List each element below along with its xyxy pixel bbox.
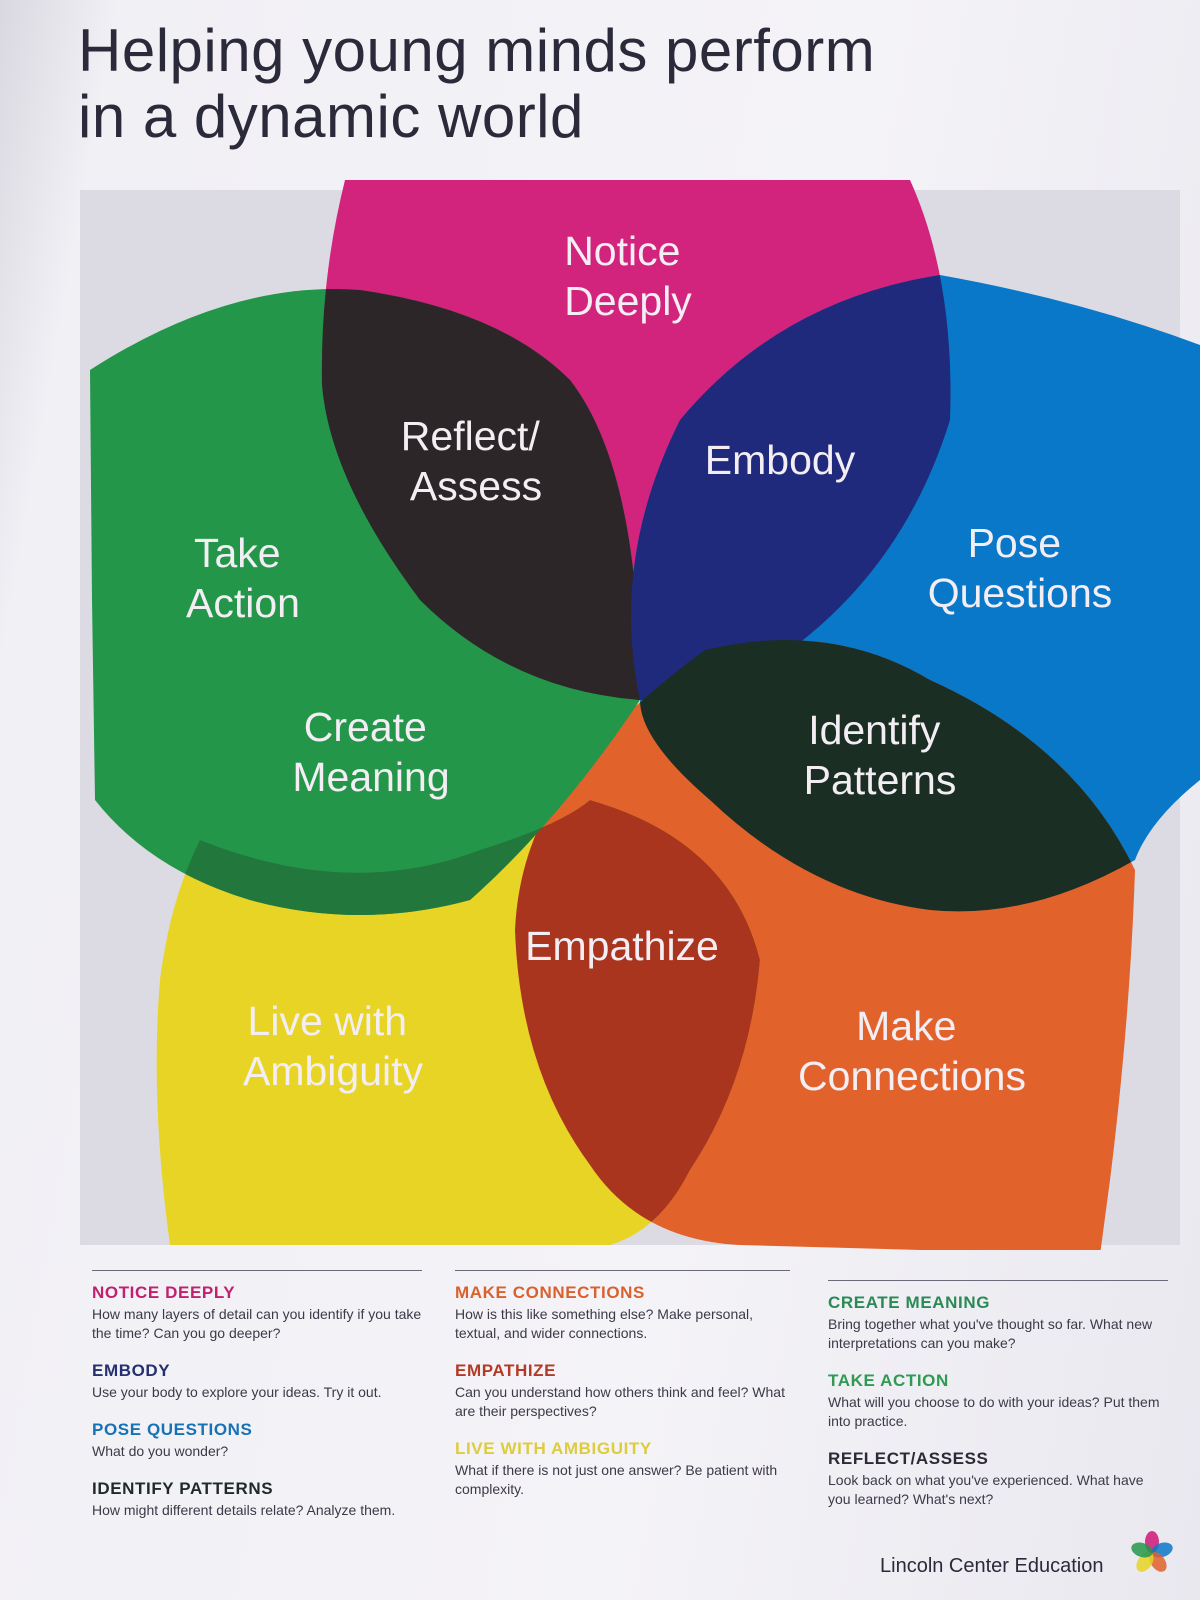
legend-item-empathize: EMPATHIZE Can you understand how others …	[455, 1361, 790, 1421]
publisher-name: Lincoln Center Education	[880, 1555, 1104, 1577]
title-line-2: in a dynamic world	[78, 83, 584, 150]
legend-text: Look back on what you've experienced. Wh…	[828, 1472, 1144, 1507]
legend-divider	[92, 1270, 422, 1271]
legend-text: Use your body to explore your ideas. Try…	[92, 1384, 382, 1400]
legend-heading: CREATE MEANING	[828, 1293, 991, 1312]
legend-item-embody: EMBODY Use your body to explore your ide…	[92, 1361, 422, 1402]
legend-heading: LIVE WITH AMBIGUITY	[455, 1439, 652, 1458]
capacities-diagram: Notice Deeply Reflect/ Assess Embody Pos…	[80, 180, 1200, 1250]
legend-item-reflect-assess: REFLECT/ASSESS Look back on what you've …	[828, 1449, 1168, 1509]
label-embody: Embody	[705, 437, 856, 483]
label-pose-questions: Pose Questions	[928, 520, 1113, 616]
label-live-with-ambiguity: Live with Ambiguity	[243, 998, 424, 1094]
legend-heading: POSE QUESTIONS	[92, 1420, 253, 1439]
legend-text: Bring together what you've thought so fa…	[828, 1316, 1153, 1351]
legend-heading: EMBODY	[92, 1361, 171, 1380]
legend-item-notice-deeply: NOTICE DEEPLY How many layers of detail …	[92, 1283, 422, 1343]
legend-text: What if there is not just one answer? Be…	[455, 1462, 778, 1497]
legend-heading: EMPATHIZE	[455, 1361, 557, 1380]
legend-divider	[828, 1280, 1168, 1281]
legend-heading: MAKE CONNECTIONS	[455, 1283, 645, 1302]
legend-item-identify-patterns: IDENTIFY PATTERNS How might different de…	[92, 1479, 422, 1520]
legend-text: What do you wonder?	[92, 1443, 229, 1459]
legend-item-take-action: TAKE ACTION What will you choose to do w…	[828, 1371, 1168, 1431]
label-notice-deeply: Notice Deeply	[564, 228, 692, 324]
legend-text: Can you understand how others think and …	[455, 1384, 785, 1419]
legend-column-1: NOTICE DEEPLY How many layers of detail …	[92, 1270, 422, 1538]
label-make-connections: Make Connections	[798, 1003, 1026, 1099]
legend-text: How might different details relate? Anal…	[92, 1502, 396, 1518]
label-create-meaning: Create Meaning	[292, 704, 449, 800]
legend-column-2: MAKE CONNECTIONS How is this like someth…	[455, 1270, 790, 1517]
label-take-action: Take Action	[186, 530, 300, 626]
legend-heading: TAKE ACTION	[828, 1371, 949, 1390]
legend-text: How many layers of detail can you identi…	[92, 1306, 422, 1341]
legend-heading: NOTICE DEEPLY	[92, 1283, 236, 1302]
legend-item-live-with-ambiguity: LIVE WITH AMBIGUITY What if there is not…	[455, 1439, 790, 1499]
legend-item-make-connections: MAKE CONNECTIONS How is this like someth…	[455, 1283, 790, 1343]
legend-text: How is this like something else? Make pe…	[455, 1306, 754, 1341]
title-line-1: Helping young minds perform	[78, 17, 876, 84]
label-empathize: Empathize	[525, 923, 719, 969]
legend-text: What will you choose to do with your ide…	[828, 1394, 1160, 1429]
label-reflect-assess: Reflect/ Assess	[401, 413, 551, 509]
legend-column-3: CREATE MEANING Bring together what you'v…	[828, 1280, 1168, 1527]
legend-heading: REFLECT/ASSESS	[828, 1449, 989, 1468]
legend-item-pose-questions: POSE QUESTIONS What do you wonder?	[92, 1420, 422, 1461]
lincoln-center-logo-icon	[1131, 1531, 1173, 1572]
legend-heading: IDENTIFY PATTERNS	[92, 1479, 274, 1498]
label-identify-patterns: Identify Patterns	[804, 707, 957, 803]
legend-item-create-meaning: CREATE MEANING Bring together what you'v…	[828, 1293, 1168, 1353]
page-title: Helping young minds perform in a dynamic…	[78, 18, 978, 150]
legend-divider	[455, 1270, 790, 1271]
